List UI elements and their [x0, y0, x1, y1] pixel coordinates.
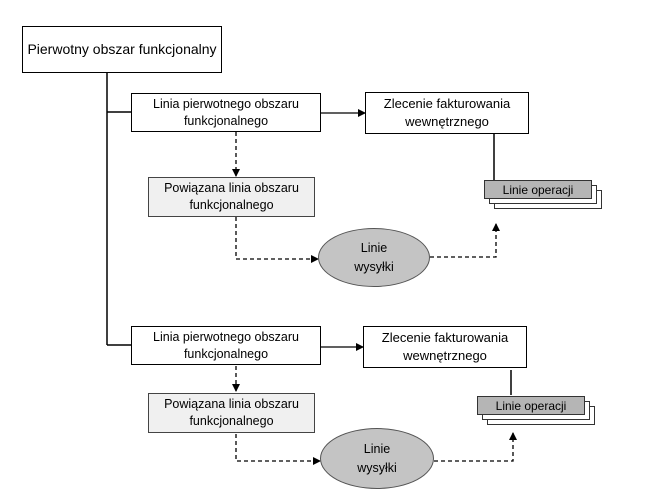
operation-lines-stack-2: Linie operacji [477, 396, 595, 426]
operation-lines-label-2: Linie operacji [495, 398, 567, 413]
shipment-to-operations-arrow-1 [430, 223, 500, 258]
billing-order-label-2: Zlecenie fakturowania wewnętrznego [381, 330, 509, 363]
shipment-lines-label-2: Linie wysyłki [357, 442, 397, 475]
operation-lines-sheet-front: Linie operacji [477, 396, 585, 415]
shipment-lines-label-1: Linie wysyłki [354, 241, 394, 274]
primary-line-box-2: Linia pierwotnego obszaru funkcjonalnego [131, 326, 321, 365]
billing-order-label-1: Zlecenie fakturowania wewnętrznego [383, 96, 511, 129]
related-line-box-1: Powiązana linia obszaru funkcjonalnego [148, 177, 315, 217]
primary-line-box-1: Linia pierwotnego obszaru funkcjonalnego [131, 93, 321, 132]
operation-lines-sheet-front: Linie operacji [484, 180, 592, 199]
related-to-shipment-arrow-1 [235, 217, 319, 263]
root-functional-area-label: Pierwotny obszar funkcjonalny [27, 41, 217, 58]
billing-order-box-1: Zlecenie fakturowania wewnętrznego [365, 92, 529, 134]
related-line-label-2: Powiązana linia obszaru funkcjonalnego [164, 397, 299, 428]
shipment-to-operations-arrow-2 [434, 432, 517, 462]
related-to-shipment-arrow-2 [235, 434, 321, 465]
related-line-box-2: Powiązana linia obszaru funkcjonalnego [148, 393, 315, 433]
shipment-lines-ellipse-2: Linie wysyłki [320, 428, 434, 489]
primary-line-label-1: Linia pierwotnego obszaru funkcjonalnego [153, 96, 299, 128]
root-functional-area-box: Pierwotny obszar funkcjonalny [22, 26, 222, 73]
related-line-label-1: Powiązana linia obszaru funkcjonalnego [164, 181, 299, 212]
billing-order-box-2: Zlecenie fakturowania wewnętrznego [363, 326, 527, 368]
operation-lines-stack-1: Linie operacji [484, 180, 602, 210]
operation-lines-label-1: Linie operacji [502, 182, 574, 197]
primary-line-label-2: Linia pierwotnego obszaru funkcjonalnego [153, 329, 299, 361]
shipment-lines-ellipse-1: Linie wysyłki [318, 228, 430, 287]
